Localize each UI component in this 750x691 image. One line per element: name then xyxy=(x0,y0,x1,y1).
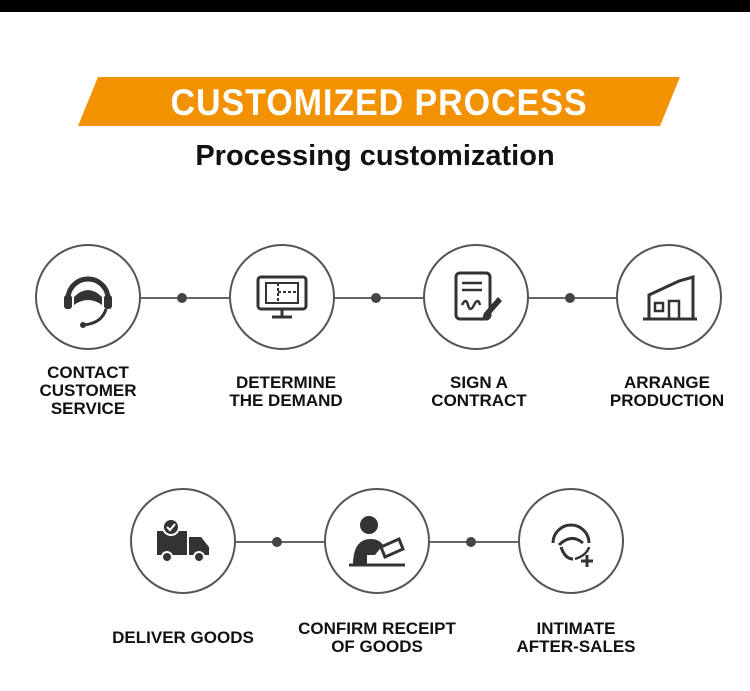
step-arrange-production xyxy=(616,244,722,350)
connector-dot xyxy=(272,537,282,547)
connector-dot xyxy=(466,537,476,547)
connector-dot xyxy=(371,293,381,303)
step-contact-customer-service xyxy=(35,244,141,350)
page-title: CUSTOMIZED PROCESS xyxy=(170,82,588,123)
step-determine-demand xyxy=(229,244,335,350)
support-plus-icon xyxy=(551,523,593,567)
person-signing-icon xyxy=(349,516,405,567)
truck-icon xyxy=(157,518,209,563)
step-sign-contract xyxy=(423,244,529,350)
title-banner xyxy=(78,77,680,126)
top-bar xyxy=(0,0,750,12)
connector-dot xyxy=(177,293,187,303)
factory-icon xyxy=(643,275,697,321)
step-label: DELIVER GOODS xyxy=(112,628,254,647)
connector-dot xyxy=(565,293,575,303)
step-confirm-receipt xyxy=(324,488,430,594)
step-deliver-goods xyxy=(130,488,236,594)
contract-icon xyxy=(454,271,502,321)
connector-line xyxy=(140,297,630,299)
headset-icon xyxy=(64,276,112,328)
page-subtitle: Processing customization xyxy=(195,140,555,172)
step-intimate-after-sales xyxy=(518,488,624,594)
monitor-blueprint-icon xyxy=(256,275,308,319)
